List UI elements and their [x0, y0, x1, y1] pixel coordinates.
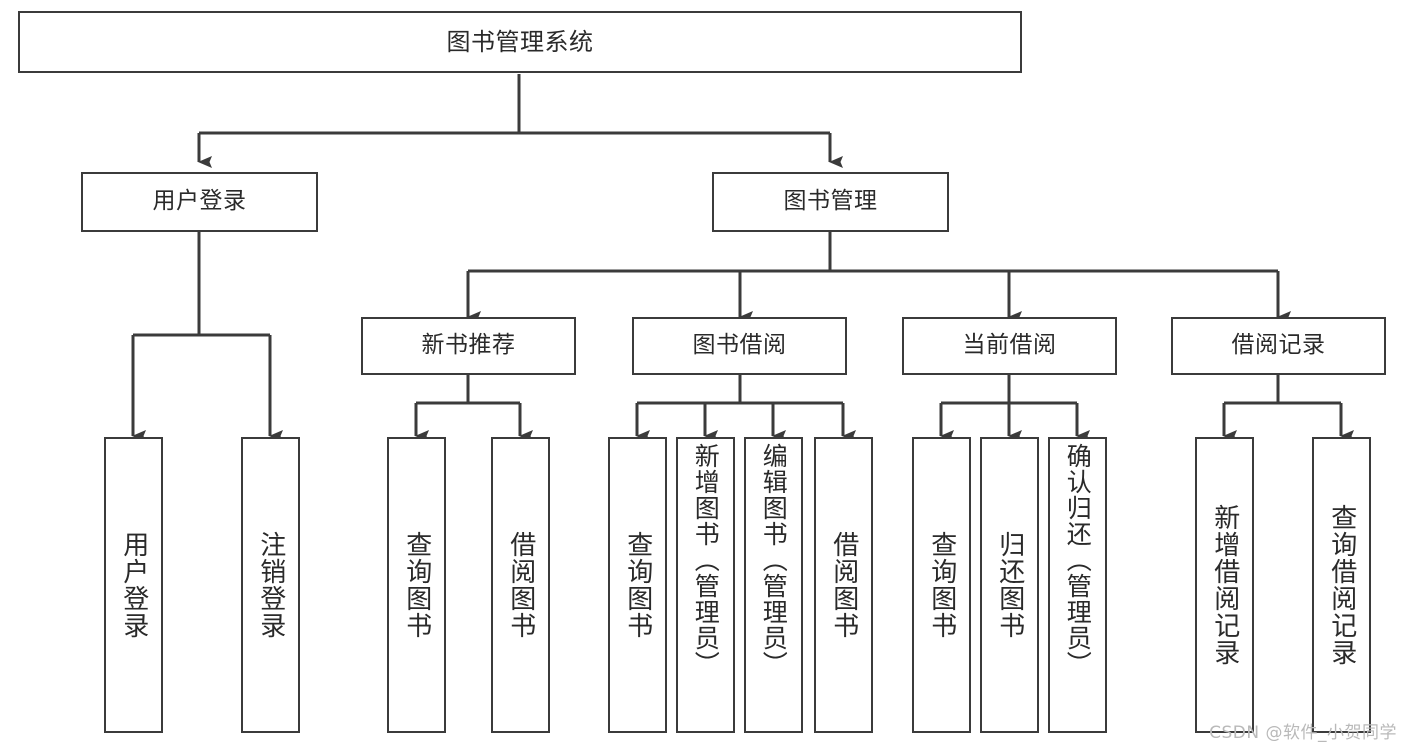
leaf-query-borrow-record[interactable]: 查询借阅记录	[1312, 437, 1371, 733]
leaf-user-login[interactable]: 用户登录	[104, 437, 163, 733]
node-label: 注销登录	[255, 531, 286, 639]
node-label: 当前借阅	[962, 332, 1057, 359]
node-label: 确认归还（管理员）	[1063, 443, 1093, 677]
node-root-system[interactable]: 图书管理系统	[18, 11, 1022, 73]
node-label: 用户登录	[118, 531, 149, 639]
csdn-watermark: CSDN @软件_小贺同学	[1209, 723, 1397, 743]
node-label: 图书借阅	[692, 332, 787, 359]
leaf-borrow-book[interactable]: 借阅图书	[814, 437, 873, 733]
leaf-return-book[interactable]: 归还图书	[980, 437, 1039, 733]
leaf-add-borrow-record[interactable]: 新增借阅记录	[1195, 437, 1254, 733]
leaf-add-book-admin[interactable]: 新增图书（管理员）	[676, 437, 735, 733]
leaf-query-book-current[interactable]: 查询图书	[912, 437, 971, 733]
leaf-borrow-book-rec[interactable]: 借阅图书	[491, 437, 550, 733]
node-label: 新书推荐	[421, 332, 516, 359]
node-label: 借阅记录	[1231, 332, 1326, 359]
node-label: 借阅图书	[828, 531, 859, 639]
node-label: 用户登录	[152, 188, 247, 215]
node-new-book-recommendation[interactable]: 新书推荐	[361, 317, 576, 375]
leaf-edit-book-admin[interactable]: 编辑图书（管理员）	[744, 437, 803, 733]
node-label: 查询借阅记录	[1326, 504, 1357, 666]
leaf-logout[interactable]: 注销登录	[241, 437, 300, 733]
node-current-borrow[interactable]: 当前借阅	[902, 317, 1117, 375]
leaf-query-book-borrow[interactable]: 查询图书	[608, 437, 667, 733]
node-user-login[interactable]: 用户登录	[81, 172, 318, 232]
node-label: 查询图书	[926, 531, 957, 639]
leaf-confirm-return-admin[interactable]: 确认归还（管理员）	[1048, 437, 1107, 733]
node-label: 借阅图书	[505, 531, 536, 639]
node-label: 新增借阅记录	[1209, 504, 1240, 666]
node-borrow-record[interactable]: 借阅记录	[1171, 317, 1386, 375]
node-book-management[interactable]: 图书管理	[712, 172, 949, 232]
node-label: 编辑图书（管理员）	[759, 443, 789, 677]
node-label: 图书管理	[783, 188, 878, 215]
node-label: 归还图书	[994, 531, 1025, 639]
node-label: 图书管理系统	[446, 27, 594, 56]
node-book-borrow[interactable]: 图书借阅	[632, 317, 847, 375]
leaf-query-book-rec[interactable]: 查询图书	[387, 437, 446, 733]
node-label: 查询图书	[622, 531, 653, 639]
node-label: 新增图书（管理员）	[691, 443, 721, 677]
node-label: 查询图书	[401, 531, 432, 639]
